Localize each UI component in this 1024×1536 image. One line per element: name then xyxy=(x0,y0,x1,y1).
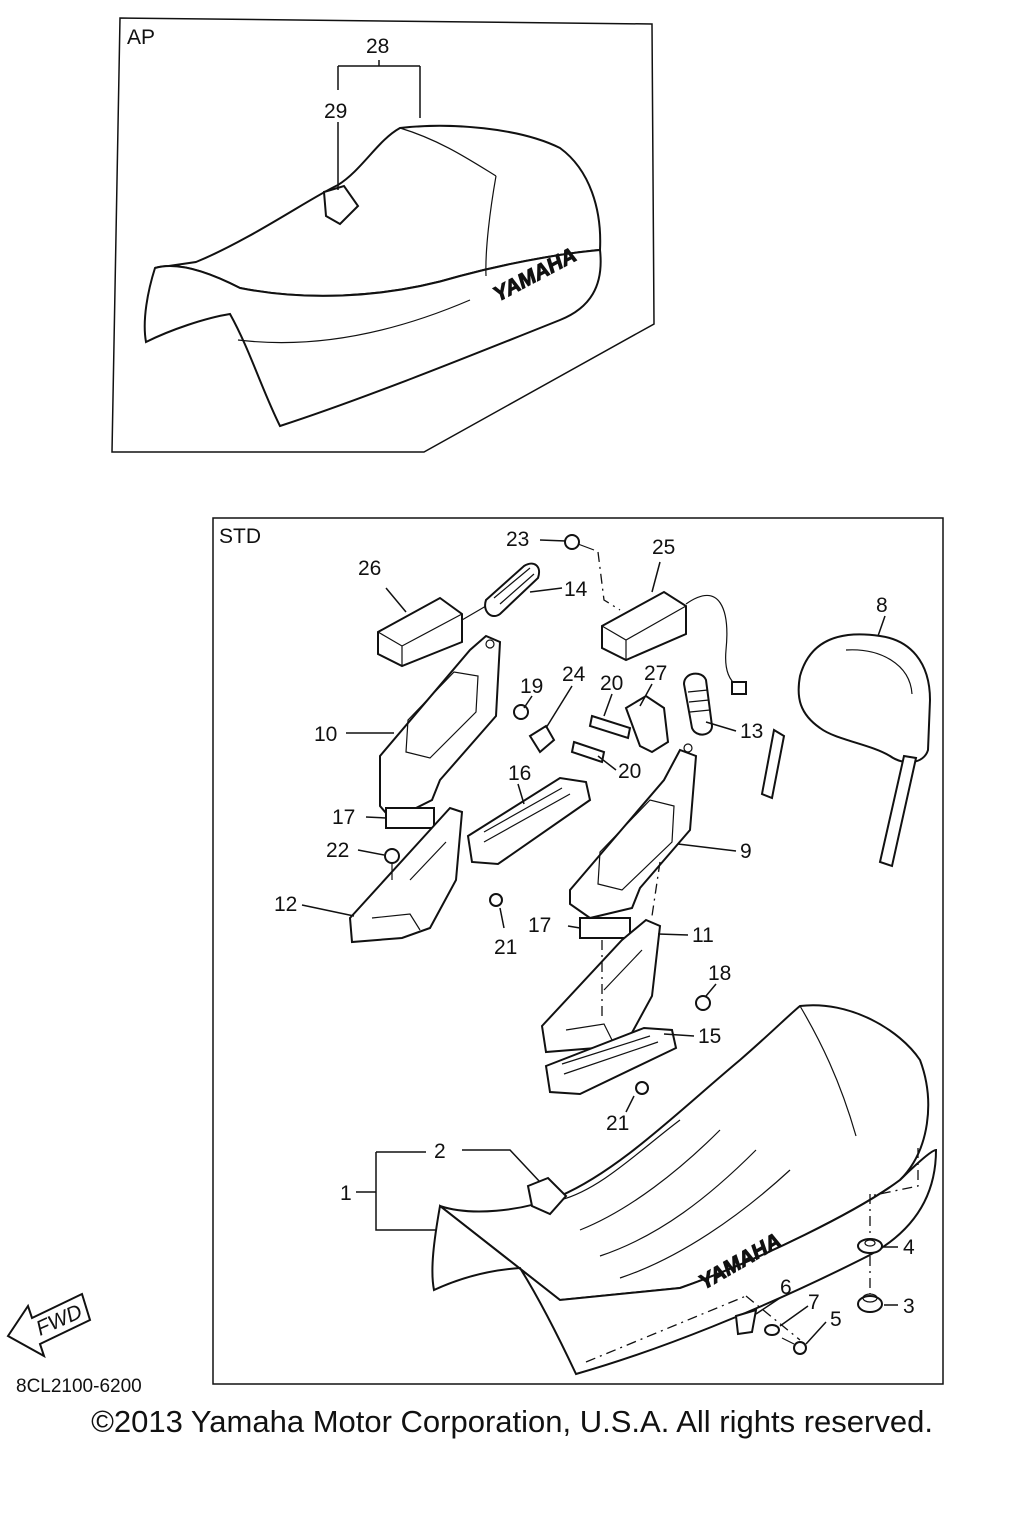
ap-panel-frame xyxy=(111,17,655,453)
part-4-grommet xyxy=(857,1238,883,1254)
callout-10: 10 xyxy=(314,723,337,746)
part-19-nut xyxy=(513,704,529,720)
part-16-cushion-upper xyxy=(466,776,592,866)
leader-lines xyxy=(301,539,898,1345)
ap-panel: AP YAMAHA 28 29 xyxy=(111,17,655,453)
part-14-grip-left xyxy=(484,562,540,618)
fwd-arrow-icon: FWD xyxy=(6,1292,92,1359)
part-17-pad-left xyxy=(385,807,435,829)
callout-15: 15 xyxy=(698,1025,721,1048)
part-5-bolt xyxy=(781,1337,807,1355)
callout-24: 24 xyxy=(562,663,586,686)
callout-29: 29 xyxy=(324,100,347,123)
ap-seat-illustration: YAMAHA xyxy=(143,124,602,428)
part-1-main-seat: YAMAHA xyxy=(431,1004,938,1376)
callout-23: 23 xyxy=(506,528,529,551)
callout-7: 7 xyxy=(808,1291,820,1314)
part-18-bolt xyxy=(695,995,711,1011)
callout-20-lower: 20 xyxy=(618,760,641,783)
std-panel: STD xyxy=(212,517,944,1385)
part-7-washer xyxy=(764,1324,780,1336)
callout-26: 26 xyxy=(358,557,381,580)
callout-17-right: 17 xyxy=(528,914,551,937)
callout-8: 8 xyxy=(876,594,888,617)
callout-25: 25 xyxy=(652,536,675,559)
callout-18: 18 xyxy=(708,962,731,985)
part-15-cushion-lower xyxy=(544,1026,678,1096)
callout-27: 27 xyxy=(644,662,667,685)
ap-seat-side xyxy=(143,248,602,428)
callout-21-right: 21 xyxy=(606,1112,629,1135)
guide-5-6-7 xyxy=(585,1295,801,1363)
copyright-notice: ©2013 Yamaha Motor Corporation, U.S.A. A… xyxy=(91,1404,933,1439)
guide-9 xyxy=(651,861,661,917)
callout-17-left: 17 xyxy=(332,806,355,829)
callout-28: 28 xyxy=(366,35,389,58)
callout-6: 6 xyxy=(780,1276,792,1299)
callout-16: 16 xyxy=(508,762,531,785)
callout-2: 2 xyxy=(434,1140,446,1163)
callout-13: 13 xyxy=(740,720,763,743)
part-25-switch-housing xyxy=(601,590,747,695)
part-2-strap xyxy=(526,1176,568,1216)
callout-12: 12 xyxy=(274,893,297,916)
callout-4: 4 xyxy=(903,1236,915,1259)
callout-14: 14 xyxy=(564,578,588,601)
ap-seat-seam-2 xyxy=(485,175,497,277)
callout-11: 11 xyxy=(692,924,714,947)
callout-20-upper: 20 xyxy=(600,672,623,695)
part-8-backrest xyxy=(760,633,932,868)
part-20-bolt-lower xyxy=(570,740,606,764)
part-27-bracket xyxy=(624,694,670,754)
part-11-right-stay xyxy=(540,918,662,1054)
std-panel-title: STD xyxy=(219,525,261,548)
callout-1: 1 xyxy=(340,1182,352,1205)
std-panel-frame xyxy=(212,517,944,1385)
ap-seat-seam-3 xyxy=(237,299,471,344)
part-23-guide xyxy=(597,551,621,611)
part-9-right-bracket xyxy=(569,743,698,920)
part-6-bracket xyxy=(734,1308,758,1336)
part-22-bolt xyxy=(384,848,400,880)
part-26-switch-housing xyxy=(377,596,487,668)
callout-5: 5 xyxy=(830,1308,842,1331)
part-21-screw-right xyxy=(635,1081,649,1095)
part-13-grip-right xyxy=(682,672,714,736)
callout-9: 9 xyxy=(740,840,752,863)
part-17-pad-right xyxy=(579,917,631,939)
part-21-screw-left xyxy=(489,893,503,907)
part-23-screw xyxy=(564,534,595,551)
callout-19: 19 xyxy=(520,675,543,698)
part-24-clamp xyxy=(528,724,556,754)
part-code: 8CL2100-6200 xyxy=(16,1376,142,1397)
part-12-left-stay xyxy=(348,806,464,944)
callout-3: 3 xyxy=(903,1295,915,1318)
ap-seat-strap xyxy=(322,184,360,226)
part-3-damper xyxy=(857,1293,883,1313)
ap-panel-title: AP xyxy=(127,26,155,49)
callout-22: 22 xyxy=(326,839,349,862)
callout-21-left: 21 xyxy=(494,936,517,959)
guide-seat-right xyxy=(869,1148,919,1197)
ap-seat-seam-1 xyxy=(399,127,497,177)
part-20-bolt-upper xyxy=(588,714,632,740)
